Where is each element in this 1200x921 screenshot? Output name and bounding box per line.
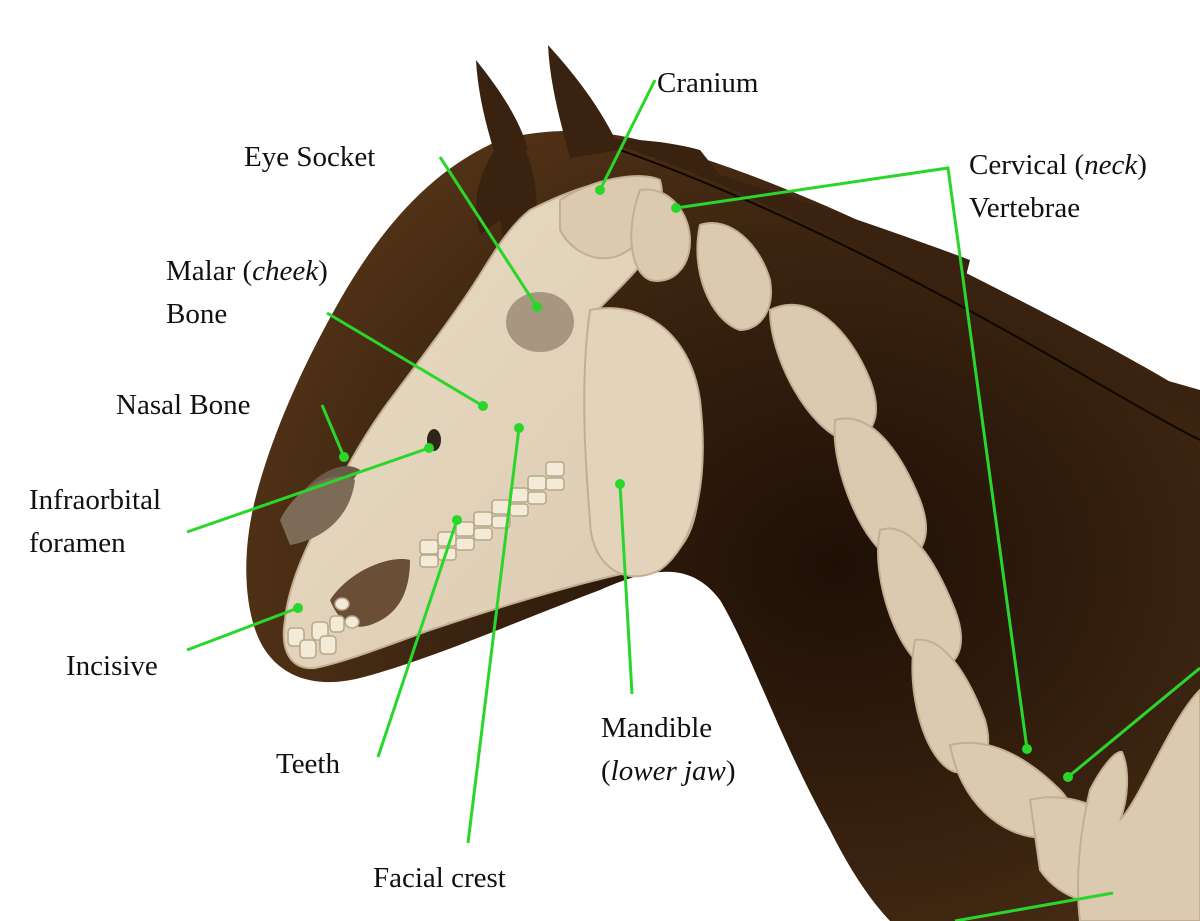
label-infraorbital-line2: foramen (29, 527, 126, 559)
label-mandible-line1: Mandible (601, 712, 713, 744)
eye-socket-shape (506, 292, 574, 352)
label-malar-line1: Malar (cheek) (166, 255, 328, 287)
dot-malar (478, 401, 488, 411)
incisor-teeth (287, 597, 360, 659)
nasal-opening (280, 476, 355, 545)
leader-teeth (376, 519, 459, 758)
leader-nasal (320, 404, 346, 458)
dot-facial-crest (514, 423, 524, 433)
dot-eye-socket (532, 302, 542, 312)
leader-bottom-right (954, 891, 1114, 921)
mouth-gap (330, 559, 410, 627)
leader-infraorbital (186, 446, 430, 534)
dot-mandible (615, 479, 625, 489)
neck-shade-line (619, 149, 1200, 441)
label-mandible: Mandible (lower jaw) (601, 707, 736, 793)
ear-right (548, 45, 620, 158)
label-eye-socket: Eye Socket (244, 141, 376, 173)
leader-incisive (186, 606, 299, 652)
dot-incisive (293, 603, 303, 613)
leader-right-edge (1067, 666, 1200, 779)
leader-facial-crest (466, 427, 521, 844)
dot-right-edge (1063, 772, 1073, 782)
label-malar-line2: Bone (166, 298, 228, 330)
leader-mandible (618, 483, 634, 695)
label-infraorbital-foramen: Infraorbital foramen (29, 479, 161, 565)
label-cervical-line1: Cervical (neck) (969, 149, 1147, 181)
label-nasal-bone: Nasal Bone (116, 389, 251, 421)
ear-left (476, 60, 528, 158)
label-malar-bone: Malar (cheek) Bone (166, 250, 328, 336)
dot-cervical-top (671, 203, 681, 213)
leader-malar (326, 311, 484, 408)
label-infraorbital-line1: Infraorbital (29, 484, 162, 516)
leader-cervical (675, 166, 1029, 750)
forelock (476, 140, 537, 250)
dot-nasal (339, 452, 349, 462)
label-teeth: Teeth (276, 748, 340, 780)
dot-cranium (595, 185, 605, 195)
leader-cranium (598, 79, 657, 191)
dot-cervical-bottom (1022, 744, 1032, 754)
label-cervical-vertebrae: Cervical (neck) Vertebrae (969, 144, 1147, 230)
dot-teeth (452, 515, 462, 525)
label-incisive: Incisive (66, 650, 158, 682)
label-cranium: Cranium (657, 67, 759, 99)
leader-eye-socket (438, 156, 539, 308)
dot-infraorbital (424, 443, 434, 453)
mandible-lobe (583, 307, 704, 578)
shoulder-bone (1077, 688, 1200, 921)
label-facial-crest: Facial crest (373, 862, 506, 894)
label-cervical-line2: Vertebrae (969, 192, 1081, 224)
label-mandible-line2: (lower jaw) (601, 755, 736, 787)
